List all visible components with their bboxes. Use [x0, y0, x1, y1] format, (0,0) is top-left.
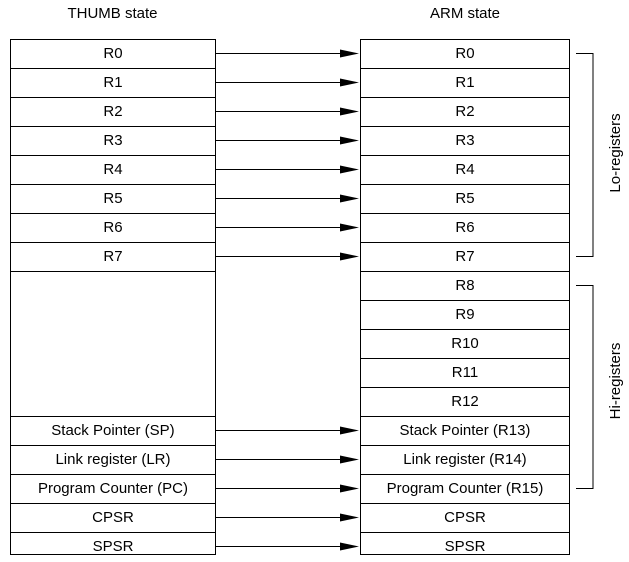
arm-register-r3: R3	[361, 127, 569, 156]
arrow-lo-1	[216, 78, 359, 87]
arm-register-r5: R5	[361, 185, 569, 214]
arm-register-r9: R9	[361, 301, 569, 330]
hi-registers-label: Hi-registers	[607, 342, 624, 420]
arm-register-r0: R0	[361, 40, 569, 69]
arrow-lo-0	[216, 49, 359, 58]
arrow-special-3	[216, 513, 359, 522]
arm-register-r1: R1	[361, 69, 569, 98]
arm-register-special-0: Stack Pointer (R13)	[361, 417, 569, 446]
thumb-register-special-3: CPSR	[11, 504, 215, 533]
thumb-state-title: THUMB state	[67, 5, 158, 22]
thumb-register-r2: R2	[11, 98, 215, 127]
arrow-special-1	[216, 455, 359, 464]
thumb-register-special-1: Link register (LR)	[11, 446, 215, 475]
arm-register-r4: R4	[361, 156, 569, 185]
thumb-register-r4: R4	[11, 156, 215, 185]
arm-register-r6: R6	[361, 214, 569, 243]
lo-registers-label: Lo-registers	[607, 113, 624, 193]
lo-registers-bracket	[576, 53, 594, 257]
arm-register-special-1: Link register (R14)	[361, 446, 569, 475]
arrow-lo-6	[216, 223, 359, 232]
thumb-register-r5: R5	[11, 185, 215, 214]
arm-register-r8: R8	[361, 272, 569, 301]
arm-register-special-2: Program Counter (R15)	[361, 475, 569, 504]
arrow-lo-3	[216, 136, 359, 145]
thumb-register-special-4: SPSR	[92, 538, 134, 555]
arrow-special-0	[216, 426, 359, 435]
arrow-lo-7	[216, 252, 359, 261]
thumb-register-special-0: Stack Pointer (SP)	[11, 417, 215, 446]
arm-register-r11: R11	[361, 359, 569, 388]
arm-register-special-3: CPSR	[361, 504, 569, 533]
arm-state-title: ARM state	[429, 5, 501, 22]
arrow-special-2	[216, 484, 359, 493]
thumb-register-r7: R7	[11, 243, 215, 272]
hi-registers-bracket	[576, 285, 594, 489]
arrow-special-4	[216, 542, 359, 551]
arm-register-r12: R12	[361, 388, 569, 417]
thumb-register-r6: R6	[11, 214, 215, 243]
arrow-lo-5	[216, 194, 359, 203]
arm-register-special-4: SPSR	[444, 538, 486, 555]
thumb-register-r1: R1	[11, 69, 215, 98]
arm-register-r10: R10	[361, 330, 569, 359]
thumb-register-r0: R0	[11, 40, 215, 69]
thumb-unavailable-area	[11, 272, 215, 417]
arm-register-r2: R2	[361, 98, 569, 127]
thumb-register-r3: R3	[11, 127, 215, 156]
arrow-lo-4	[216, 165, 359, 174]
thumb-register-special-2: Program Counter (PC)	[11, 475, 215, 504]
arm-register-r7: R7	[361, 243, 569, 272]
arrow-lo-2	[216, 107, 359, 116]
